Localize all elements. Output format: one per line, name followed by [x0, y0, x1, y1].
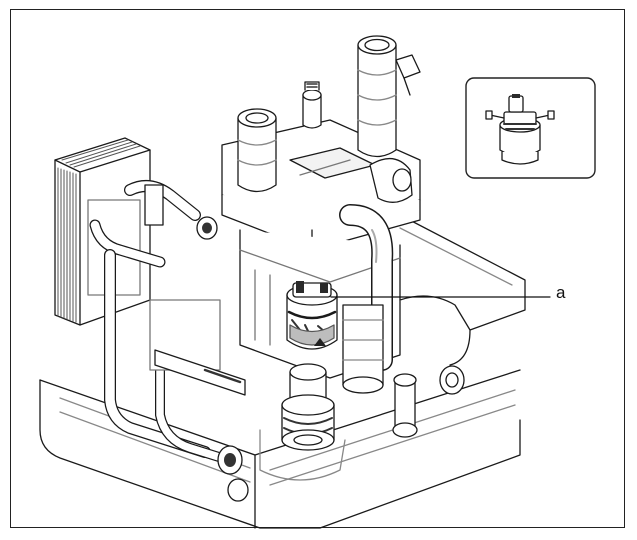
inset-filter-detail	[465, 77, 596, 179]
filter-cartridge-icon	[485, 94, 555, 165]
filter-cartridge	[286, 281, 338, 350]
top-fittings	[237, 35, 421, 203]
callout-label-a: a	[556, 283, 566, 302]
front-connection	[259, 363, 346, 481]
right-pipework	[339, 204, 471, 438]
left-pipework	[89, 180, 249, 502]
